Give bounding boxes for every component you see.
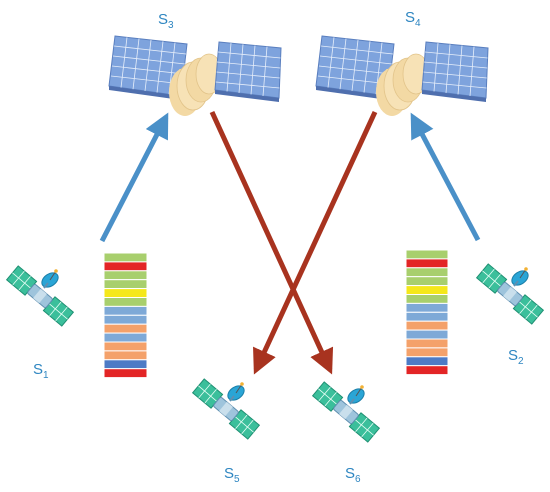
user-satellite-s2 [475, 262, 545, 326]
data-stack-block [405, 347, 449, 358]
user-satellite-s5 [191, 377, 261, 441]
downlink-arrow-s4-to-s5 [253, 110, 378, 375]
relay-satellite-s3 [108, 35, 282, 117]
relay-satellite-s4 [315, 35, 489, 117]
data-stack-block [103, 279, 148, 290]
data-stack-block [405, 311, 449, 322]
label-s6: S6 [345, 465, 361, 485]
data-stack-block [103, 305, 148, 316]
data-stack-block [103, 368, 148, 379]
data-stack-block [405, 258, 449, 269]
label-s4: S4 [405, 9, 421, 29]
label-s2: S2 [508, 347, 524, 367]
data-stack-block [405, 267, 449, 278]
data-stack-block [103, 323, 148, 334]
data-stack-right [405, 249, 449, 376]
data-stack-left [103, 252, 148, 379]
data-stack-block [103, 252, 148, 263]
uplink-arrow-s1-to-s3 [99, 112, 169, 243]
data-stack-block [405, 320, 449, 331]
data-stack-block [103, 270, 148, 281]
data-stack-block [405, 249, 449, 260]
data-stack-block [405, 285, 449, 296]
data-stack-block [103, 350, 148, 361]
label-s1: S1 [33, 361, 49, 381]
uplink-arrow-s2-to-s4 [410, 112, 481, 242]
data-stack-block [405, 356, 449, 367]
downlink-arrow-s3-to-s6 [209, 110, 334, 375]
data-stack-block [103, 297, 148, 307]
data-stack-block [103, 261, 148, 272]
data-stack-block [103, 341, 148, 352]
data-stack-block [405, 302, 449, 313]
data-stack-block [405, 276, 449, 287]
data-stack-block [103, 314, 148, 325]
data-stack-block [405, 294, 449, 304]
label-s5: S5 [224, 465, 240, 485]
data-stack-block [103, 359, 148, 370]
data-stack-block [405, 338, 449, 349]
data-stack-block [405, 329, 449, 340]
label-s3: S3 [158, 11, 174, 31]
user-satellite-s1 [5, 264, 75, 328]
user-satellite-s6 [311, 380, 381, 444]
data-stack-block [103, 288, 148, 299]
data-stack-block [405, 365, 449, 376]
data-stack-block [103, 332, 148, 343]
